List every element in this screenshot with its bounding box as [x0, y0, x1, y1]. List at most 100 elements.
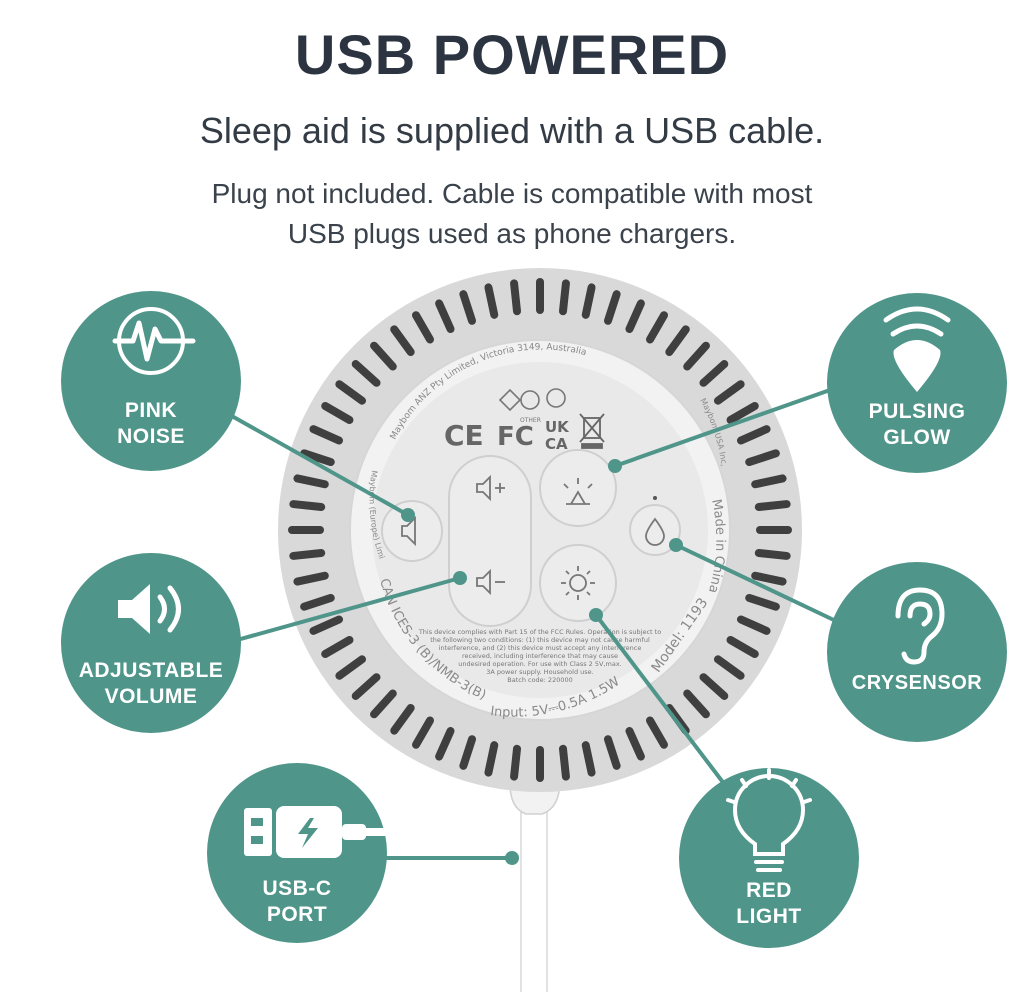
fcc-line-6: 3A power supply. Household use.: [486, 668, 593, 676]
fcc-line-4: received, including interference that ma…: [462, 652, 618, 660]
vent-slots: [288, 278, 792, 782]
vent-slot: [558, 744, 570, 781]
pink-noise-label: PINK NOISE: [61, 398, 241, 450]
vent-slot: [625, 299, 645, 334]
note-line-2: USB plugs used as phone chargers.: [287, 218, 737, 249]
adjustable-volume-circle: [61, 553, 241, 733]
vent-slot: [435, 299, 455, 334]
sound-button[interactable]: [381, 500, 443, 562]
vent-slot: [745, 593, 780, 611]
fcc-line-1: This device complies with Part 15 of the…: [418, 628, 661, 636]
drop-icon: [645, 517, 665, 546]
speaker-volume-icon: [118, 584, 181, 634]
callout-lines: [229, 388, 839, 860]
crysensor-button[interactable]: [629, 504, 681, 556]
page-title: USB POWERED: [294, 23, 730, 86]
vent-slot: [726, 402, 759, 424]
vent-slot: [289, 500, 326, 512]
vent-slot: [484, 741, 499, 777]
usb-plug-icon: [244, 806, 386, 858]
volume-down-icon: [476, 568, 505, 596]
vent-slot: [459, 735, 477, 770]
light-bulb-icon: [726, 768, 812, 872]
usb-c-port-label-line1: USB-C: [262, 877, 332, 900]
vent-slot: [646, 716, 668, 749]
vent-slot: [754, 500, 791, 512]
vent-slot: [321, 402, 354, 424]
pulsing-glow-label-line1: PULSING: [868, 400, 966, 423]
crysensor-label: CRYSENSOR: [827, 670, 1007, 696]
red-light-label-line2: LIGHT: [736, 905, 802, 928]
vent-slot: [713, 655, 745, 680]
ukca-mark-ca: CA: [545, 435, 568, 453]
vent-slot: [510, 279, 522, 316]
vent-slot: [751, 571, 787, 586]
crysensor-label-line1: CRYSENSOR: [851, 672, 983, 694]
vent-slot: [335, 380, 367, 405]
night-light-icon: [563, 478, 593, 505]
vent-slot: [300, 449, 335, 467]
vent-slot: [289, 548, 326, 560]
adjustable-volume-label-line2: VOLUME: [104, 685, 198, 708]
ear-icon: [895, 587, 945, 665]
glow-icon: [883, 306, 951, 392]
recycling-marks: OTHER: [498, 388, 566, 424]
vent-slot: [335, 655, 367, 680]
page-subtitle: Sleep aid is supplied with a USB cable.: [199, 110, 825, 151]
volume-up-icon: [476, 474, 505, 502]
glow-button[interactable]: [539, 449, 617, 527]
vent-slot: [390, 325, 415, 357]
callout-dots: [401, 459, 683, 865]
vent-slot: [581, 283, 596, 319]
usb-c-port-label-line2: PORT: [266, 903, 328, 926]
vent-slot: [459, 290, 477, 325]
vent-slot: [751, 474, 787, 489]
vent-slot: [713, 380, 745, 405]
pulsing-glow-label: PULSING GLOW: [827, 399, 1007, 451]
note-line-1: Plug not included. Cable is compatible w…: [211, 178, 813, 209]
vent-slot: [726, 636, 759, 658]
vent-slot: [435, 726, 455, 761]
vent-slot: [390, 703, 415, 735]
vent-slot: [603, 735, 621, 770]
vent-slot: [756, 526, 792, 534]
vent-slot: [484, 283, 499, 319]
ce-mark: CE: [444, 419, 484, 452]
feature-circles: [61, 291, 1007, 948]
vent-slot: [625, 726, 645, 761]
vent-slot: [699, 360, 729, 387]
volume-button-pill[interactable]: [448, 455, 532, 627]
vent-slot: [581, 741, 596, 777]
fcc-line-2: the following two conditions: (1) this d…: [430, 636, 650, 644]
vent-slot: [351, 673, 381, 700]
vent-slot: [683, 341, 710, 371]
device-face: [372, 362, 708, 698]
vent-slot: [412, 716, 434, 749]
vent-slot: [510, 744, 522, 781]
vent-slot: [293, 474, 329, 489]
vent-slot: [536, 278, 544, 314]
vent-slot: [309, 425, 344, 445]
vent-slot: [603, 290, 621, 325]
vent-slot: [745, 449, 780, 467]
pulsing-glow-label-line2: GLOW: [883, 426, 951, 449]
vent-slot: [699, 673, 729, 700]
red-light-button[interactable]: [539, 544, 617, 622]
vent-slot: [412, 311, 434, 344]
red-light-label-line1: RED: [746, 879, 792, 902]
speaker-icon: [401, 515, 416, 547]
pink-noise-label-line2: NOISE: [117, 425, 185, 448]
vent-slot: [536, 746, 544, 782]
fcc-statement: This device complies with Part 15 of the…: [418, 628, 661, 684]
vent-slot: [293, 571, 329, 586]
sun-icon: [561, 566, 595, 600]
page-note: Plug not included. Cable is compatible w…: [0, 174, 1024, 254]
ukca-mark-uk: UK: [545, 418, 570, 436]
vent-slot: [288, 526, 324, 534]
vent-slot: [300, 593, 335, 611]
vent-slot: [370, 689, 397, 719]
fcc-line-7: Batch code: 220000: [507, 676, 573, 684]
vent-slot: [646, 311, 668, 344]
vent-slot: [754, 548, 791, 560]
